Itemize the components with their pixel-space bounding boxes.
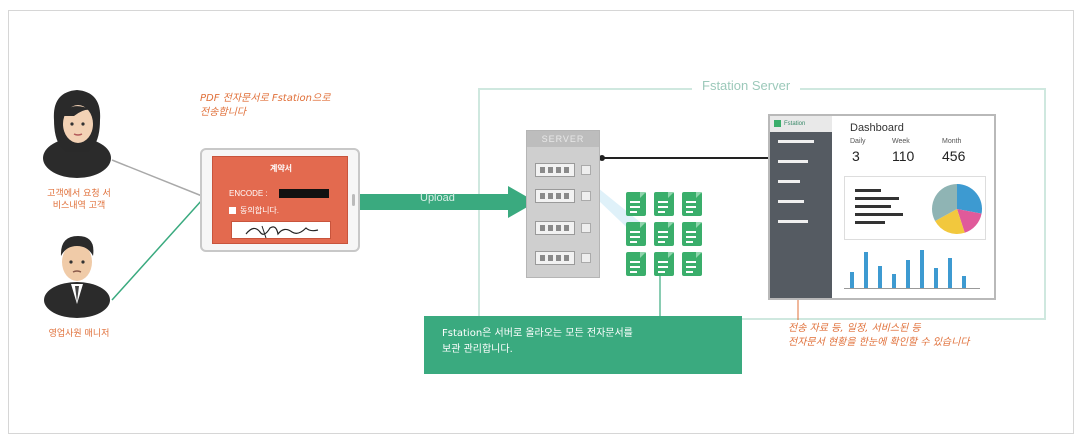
dashboard-brand: Fstation	[770, 116, 832, 132]
drive-slot	[535, 163, 575, 177]
sidebar-item[interactable]	[778, 200, 804, 203]
pie-slice	[957, 209, 982, 233]
text-line	[855, 197, 899, 200]
document-icon	[682, 192, 702, 216]
bar	[948, 258, 952, 288]
text-line	[855, 205, 891, 208]
document-icon	[654, 222, 674, 246]
stat-value-week: 110	[892, 148, 915, 164]
redacted-field	[279, 189, 329, 198]
person1-connector	[111, 159, 203, 197]
server-label: Fstation Server	[692, 78, 801, 93]
upload-arrow	[360, 186, 536, 218]
stat-label-week: Week	[892, 138, 910, 145]
drive-led	[581, 223, 591, 233]
tablet-device: 계약서 ENCODE : 동의합니다.	[200, 148, 360, 252]
document-icon	[626, 192, 646, 216]
document-icon	[654, 192, 674, 216]
contract-title: 계약서	[269, 164, 293, 173]
upload-label: Upload	[420, 192, 455, 204]
bar	[906, 260, 910, 288]
dashboard-brand-label: Fstation	[784, 121, 806, 127]
bar	[920, 250, 924, 288]
text-line	[855, 189, 881, 192]
bottom-annotation: 전송 자료 등, 일정, 서비스된 등 전자문서 현황을 한눈에 확인할 수 있…	[788, 323, 970, 348]
stat-label-month: Month	[942, 138, 962, 145]
customer-avatar	[43, 90, 111, 178]
bar	[934, 268, 938, 288]
person2-connector	[111, 199, 203, 301]
manager-avatar	[44, 236, 110, 318]
bar	[962, 276, 966, 288]
drive-led	[581, 165, 591, 175]
drive-led	[581, 253, 591, 263]
pie-slice	[957, 184, 982, 214]
bar	[850, 272, 854, 288]
server-tower-label: SERVER	[527, 131, 599, 147]
document-icon	[682, 222, 702, 246]
bar-axis	[844, 288, 980, 289]
server-tower: SERVER	[526, 130, 600, 278]
stat-value-month: 456	[942, 148, 966, 164]
drive-slot	[535, 221, 575, 235]
checkbox-icon	[229, 207, 236, 215]
document-icon	[626, 222, 646, 246]
document-icon	[654, 252, 674, 276]
sidebar-item[interactable]	[778, 220, 808, 223]
stat-value-daily: 3	[852, 148, 860, 164]
stat-label-daily: Daily	[850, 138, 866, 145]
bar	[878, 266, 882, 288]
sidebar-item[interactable]	[778, 180, 800, 183]
sidebar-item[interactable]	[778, 140, 814, 143]
contract-agree-row: 동의합니다.	[229, 205, 279, 216]
signature-icon	[245, 225, 319, 238]
sidebar-item[interactable]	[778, 160, 808, 163]
text-line	[855, 213, 903, 216]
storage-note: Fstation은 서버로 올라오는 모든 전자문서를 보관 관리합니다.	[424, 316, 742, 374]
pie-slice	[932, 184, 957, 222]
text-line	[855, 221, 885, 224]
contract-agree-label: 동의합니다.	[240, 206, 280, 215]
bar	[892, 274, 896, 288]
contract-field-label: ENCODE :	[229, 189, 268, 198]
dashboard-link-dot	[599, 155, 605, 161]
signature-box	[231, 221, 331, 239]
dashboard-panel	[844, 176, 986, 240]
tablet-home-button	[352, 194, 355, 206]
document-icon	[626, 252, 646, 276]
contract-document: 계약서 ENCODE : 동의합니다.	[212, 156, 348, 244]
top-annotation: PDF 전자문서로 Fstation으로 전송합니다	[200, 93, 331, 118]
bar	[864, 252, 868, 288]
pie-chart	[932, 184, 982, 234]
drive-slot	[535, 189, 575, 203]
dashboard-title: Dashboard	[850, 122, 904, 134]
manager-caption: 영업사원 매니저	[48, 329, 110, 339]
customer-caption: 고객에서 요청 서비스내역 고객	[47, 189, 111, 211]
pie-slice	[935, 209, 965, 234]
dashboard-window: Fstation Dashboard Daily Week Month 3 11…	[768, 114, 996, 300]
document-icon	[682, 252, 702, 276]
fstation-logo-icon	[774, 119, 781, 127]
drive-slot	[535, 251, 575, 265]
storage-note-text: Fstation은 서버로 올라오는 모든 전자문서를 보관 관리합니다.	[442, 328, 633, 355]
dashboard-sidebar: Fstation	[770, 116, 832, 298]
drive-led	[581, 191, 591, 201]
